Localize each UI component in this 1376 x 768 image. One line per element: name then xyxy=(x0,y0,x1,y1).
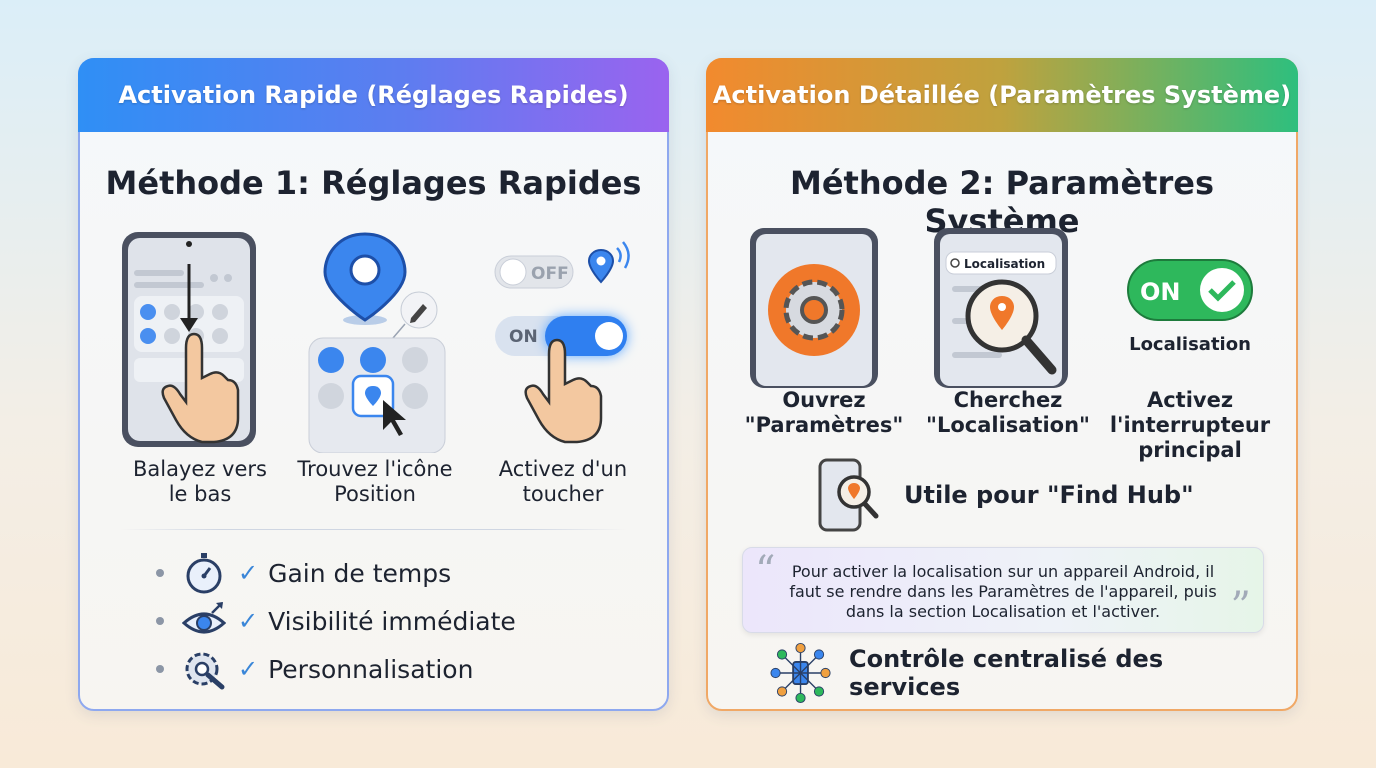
step-tap-activate: OFF ON Activez d'un toucher xyxy=(473,228,653,518)
close-quote-icon: ” xyxy=(1230,584,1251,630)
toggle-tap-icon: OFF ON xyxy=(494,241,630,444)
settings-gear-phone-icon xyxy=(750,228,878,388)
method-1-title: Méthode 1: Réglages Rapides xyxy=(105,164,642,202)
quick-settings-location-icon xyxy=(308,232,446,453)
switch-caption: Localisation xyxy=(1129,334,1251,355)
settings-wrench-icon xyxy=(185,652,225,690)
step-open-settings: Ouvrez "Paramètres" xyxy=(734,228,914,518)
step-swipe-caption: Balayez vers le bas xyxy=(133,457,267,506)
benefit-visibility: ✓ Visibilité immédiate xyxy=(156,601,516,641)
check-icon: ✓ xyxy=(238,607,259,635)
benefit-time: ✓ Gain de temps xyxy=(156,553,452,594)
network-services-icon xyxy=(770,642,831,704)
central-control-label: Contrôle centralisé des services xyxy=(849,645,1164,701)
step-activate-switch: ON Localisation Activez l'interrupteur p… xyxy=(1100,228,1280,518)
bullet-dot xyxy=(156,569,164,577)
quote-text: Pour activer la localisation sur un appa… xyxy=(789,562,1217,621)
step-find-location-icon: Trouvez l'icône Position xyxy=(285,228,465,518)
step-settings-caption: Ouvrez "Paramètres" xyxy=(744,388,904,437)
quote-box: “ Pour activer la localisation sur un ap… xyxy=(742,547,1264,633)
benefit-label: Personnalisation xyxy=(268,654,474,684)
detailed-activation-panel: Activation Détaillée (Paramètres Système… xyxy=(706,58,1298,711)
quick-activation-panel: Activation Rapide (Réglages Rapides) Mét… xyxy=(78,58,669,711)
benefit-label: Visibilité immédiate xyxy=(268,606,516,636)
eye-icon xyxy=(182,602,226,634)
open-quote-icon: “ xyxy=(755,548,776,594)
bullet-dot xyxy=(156,617,164,625)
check-icon: ✓ xyxy=(238,559,259,587)
step-search-localisation: Localisation Cherchez "Localisation" xyxy=(918,228,1098,518)
benefit-customization: ✓ Personnalisation xyxy=(156,649,474,690)
stopwatch-icon xyxy=(186,553,222,594)
find-hub-phone-icon xyxy=(818,458,879,532)
benefit-label: Gain de temps xyxy=(268,558,452,588)
quick-activation-banner: Activation Rapide (Réglages Rapides) xyxy=(78,58,669,132)
svg-text:ON: ON xyxy=(509,327,538,347)
central-control-row: Contrôle centralisé des services xyxy=(770,640,1250,706)
detailed-activation-banner: Activation Détaillée (Paramètres Système… xyxy=(706,58,1298,132)
check-icon: ✓ xyxy=(238,655,259,683)
step-switch-caption: Activez l'interrupteur principal xyxy=(1109,388,1271,462)
phone-swipe-icon xyxy=(122,232,256,447)
svg-text:ON: ON xyxy=(1140,278,1181,306)
divider xyxy=(120,529,627,530)
step-tap-caption: Activez d'un toucher xyxy=(498,457,628,506)
svg-text:OFF: OFF xyxy=(531,264,569,284)
bullet-dot xyxy=(156,665,164,673)
step-search-caption: Cherchez "Localisation" xyxy=(926,388,1090,437)
step-swipe-down: Balayez vers le bas xyxy=(110,228,290,518)
main-switch-on-icon: ON xyxy=(1127,259,1253,321)
step-location-caption: Trouvez l'icône Position xyxy=(297,457,453,506)
svg-text:Localisation: Localisation xyxy=(964,257,1045,271)
search-phone-icon: Localisation xyxy=(934,228,1068,388)
find-hub-label: Utile pour "Find Hub" xyxy=(904,481,1194,509)
find-hub-row: Utile pour "Find Hub" xyxy=(816,458,1196,532)
